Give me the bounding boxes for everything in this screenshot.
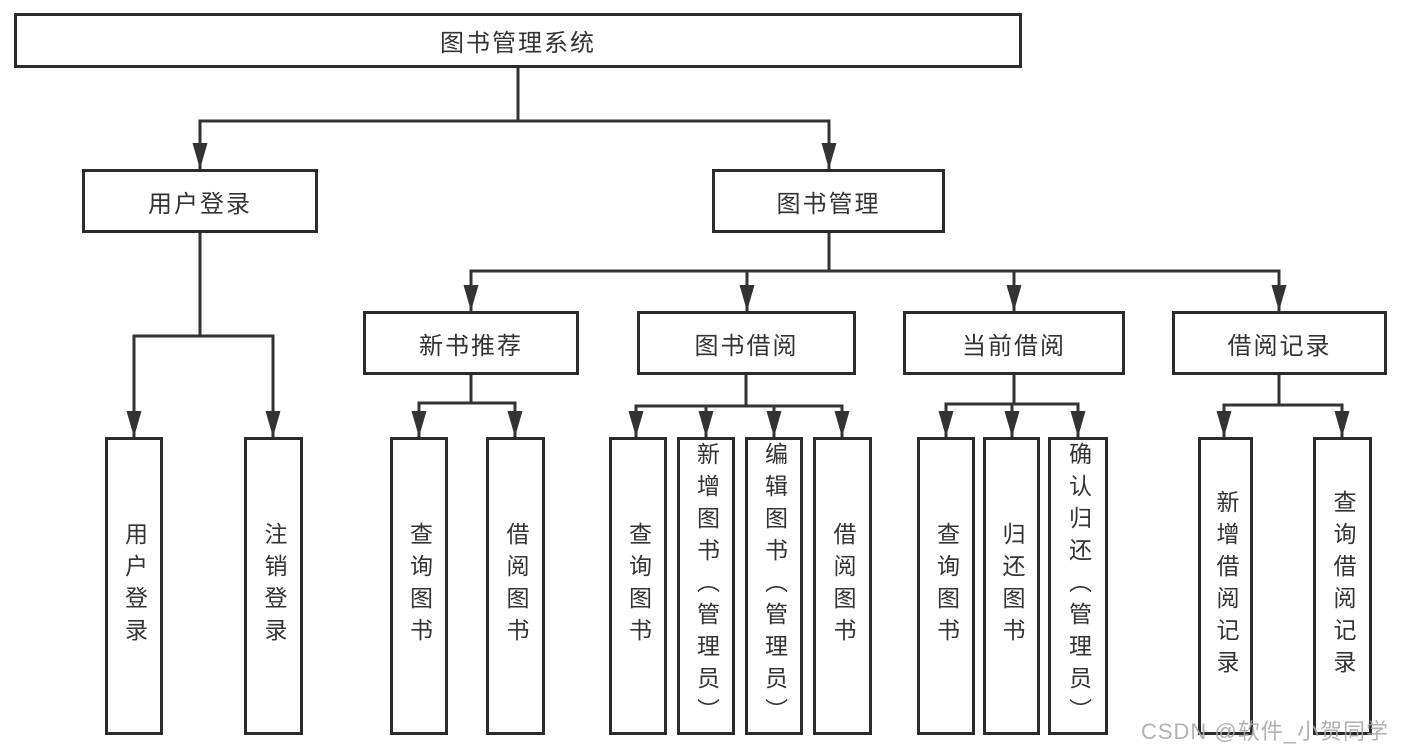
leaf-query-books-current: 查询图书 xyxy=(917,437,975,735)
node-new-book-recommend-label: 新书推荐 xyxy=(419,332,523,360)
leaf-return-books: 归还图书 xyxy=(983,437,1040,735)
leaf-borrow-books-recommend: 借阅图书 xyxy=(486,437,545,735)
leaf-query-books-borrowing-label: 查询图书 xyxy=(625,522,652,650)
leaf-user-login-label: 用户登录 xyxy=(121,522,148,650)
leaf-add-book-admin-label: 新增图书（管理员） xyxy=(693,442,720,730)
leaf-add-book-admin: 新增图书（管理员） xyxy=(677,437,735,735)
csdn-watermark: CSDN @软件_小贺同学 xyxy=(1140,719,1389,744)
leaf-query-books-borrowing: 查询图书 xyxy=(609,437,667,735)
leaf-query-books-recommend-label: 查询图书 xyxy=(406,522,433,650)
leaf-borrow-books-recommend-label: 借阅图书 xyxy=(503,522,529,650)
leaf-query-borrow-record-label: 查询借阅记录 xyxy=(1330,490,1356,682)
leaf-confirm-return-admin-label: 确认归还（管理员） xyxy=(1065,442,1092,730)
node-book-borrowing-label: 图书借阅 xyxy=(694,332,799,360)
node-current-borrowing: 当前借阅 xyxy=(903,311,1125,375)
leaf-logout-label: 注销登录 xyxy=(261,522,287,650)
leaf-add-borrow-record-label: 新增借阅记录 xyxy=(1213,490,1239,682)
leaf-query-books-recommend: 查询图书 xyxy=(390,437,448,735)
node-user-login-label: 用户登录 xyxy=(148,190,252,218)
leaf-user-login: 用户登录 xyxy=(105,437,163,735)
node-book-borrowing: 图书借阅 xyxy=(637,311,856,375)
node-root-library-management-system: 图书管理系统 xyxy=(14,13,1022,68)
node-user-login: 用户登录 xyxy=(82,169,318,233)
node-new-book-recommend: 新书推荐 xyxy=(363,311,579,375)
leaf-edit-book-admin-label: 编辑图书（管理员） xyxy=(761,442,788,730)
node-borrowing-records: 借阅记录 xyxy=(1172,311,1387,375)
node-book-management: 图书管理 xyxy=(712,169,945,233)
node-borrowing-records-label: 借阅记录 xyxy=(1227,332,1332,360)
leaf-return-books-label: 归还图书 xyxy=(999,522,1025,650)
leaf-confirm-return-admin: 确认归还（管理员） xyxy=(1048,437,1108,735)
node-book-management-label: 图书管理 xyxy=(776,190,881,218)
leaf-add-borrow-record: 新增借阅记录 xyxy=(1198,437,1253,735)
node-current-borrowing-label: 当前借阅 xyxy=(962,332,1066,360)
leaf-borrow-books: 借阅图书 xyxy=(813,437,872,735)
leaf-logout: 注销登录 xyxy=(244,437,303,735)
leaf-query-books-current-label: 查询图书 xyxy=(933,522,960,650)
leaf-borrow-books-label: 借阅图书 xyxy=(830,522,856,650)
leaf-query-borrow-record: 查询借阅记录 xyxy=(1313,437,1372,735)
node-root-label: 图书管理系统 xyxy=(440,30,596,57)
leaf-edit-book-admin: 编辑图书（管理员） xyxy=(745,437,803,735)
